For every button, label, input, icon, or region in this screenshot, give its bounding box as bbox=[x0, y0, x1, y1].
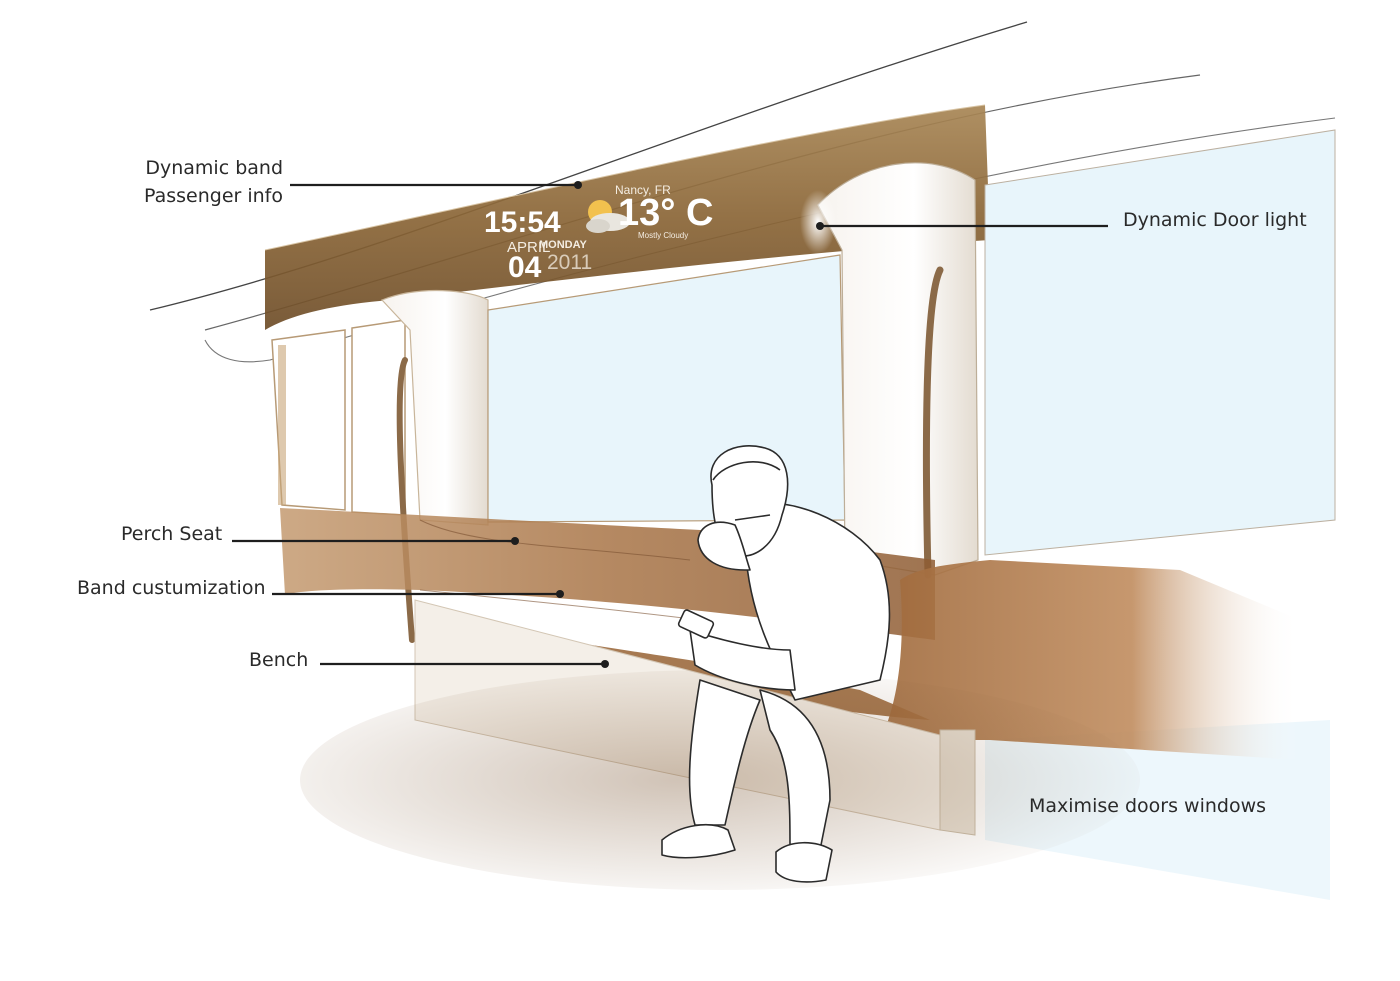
display-condition: Mostly Cloudy bbox=[638, 231, 688, 240]
display-time: 15:54 bbox=[484, 206, 561, 239]
leader-dot-band-customization bbox=[556, 590, 564, 598]
display-weekday: MONDAY bbox=[539, 239, 588, 251]
label-dynamic-door-light: Dynamic Door light bbox=[1123, 209, 1307, 231]
display-year: 2011 bbox=[547, 251, 592, 274]
display-month: APRIL bbox=[507, 239, 550, 256]
partly-cloudy-icon bbox=[586, 200, 630, 233]
label-band-customization: Band custumization bbox=[77, 577, 266, 599]
label-perch-seat: Perch Seat bbox=[121, 523, 223, 545]
display-temperature: 13° C bbox=[618, 192, 713, 234]
passenger-info-display: 15:54 APRIL MONDAY 04 2011 Nancy, FR 13°… bbox=[484, 183, 713, 284]
label-dynamic-band-line1: Dynamic band bbox=[145, 157, 283, 179]
label-bench: Bench bbox=[249, 649, 309, 671]
leader-dot-perch-seat bbox=[511, 537, 519, 545]
label-dynamic-band-line2: Passenger info bbox=[143, 185, 283, 207]
door-light-glow bbox=[800, 190, 836, 254]
annotation-leaders bbox=[232, 181, 1108, 668]
display-city: Nancy, FR bbox=[615, 183, 671, 197]
leader-dot-dynamic-band bbox=[574, 181, 582, 189]
label-dynamic-band: Dynamic band Passenger info bbox=[120, 154, 283, 210]
label-maximise-windows: Maximise doors windows bbox=[1029, 795, 1267, 817]
passenger-figure bbox=[661, 445, 891, 883]
leader-dot-door-light bbox=[816, 222, 824, 230]
display-day: 04 bbox=[508, 251, 542, 284]
leader-dot-bench bbox=[601, 660, 609, 668]
